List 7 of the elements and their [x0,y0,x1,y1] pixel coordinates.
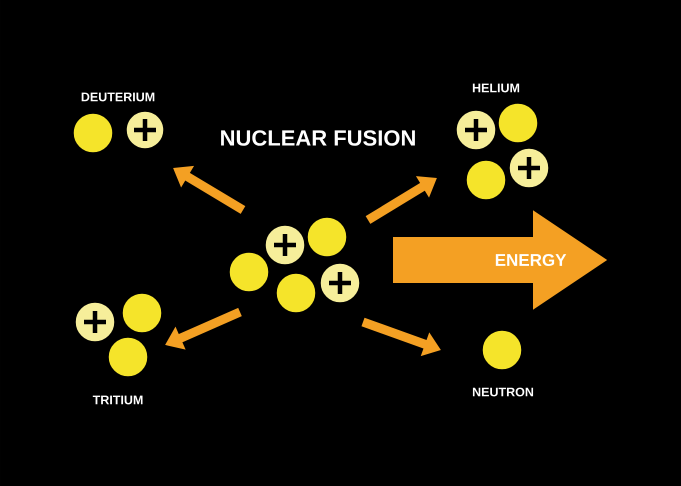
edge-label: ENERGY [496,254,566,266]
particle-label: DEUTERIUM [82,92,154,102]
particle-label: NEUTRON [472,388,534,396]
title: NUCLEAR FUSION [221,130,415,146]
particle-label: TRITIUM [92,396,143,404]
particle-label: HELIUM [472,84,520,92]
particle-drawing [228,216,361,314]
